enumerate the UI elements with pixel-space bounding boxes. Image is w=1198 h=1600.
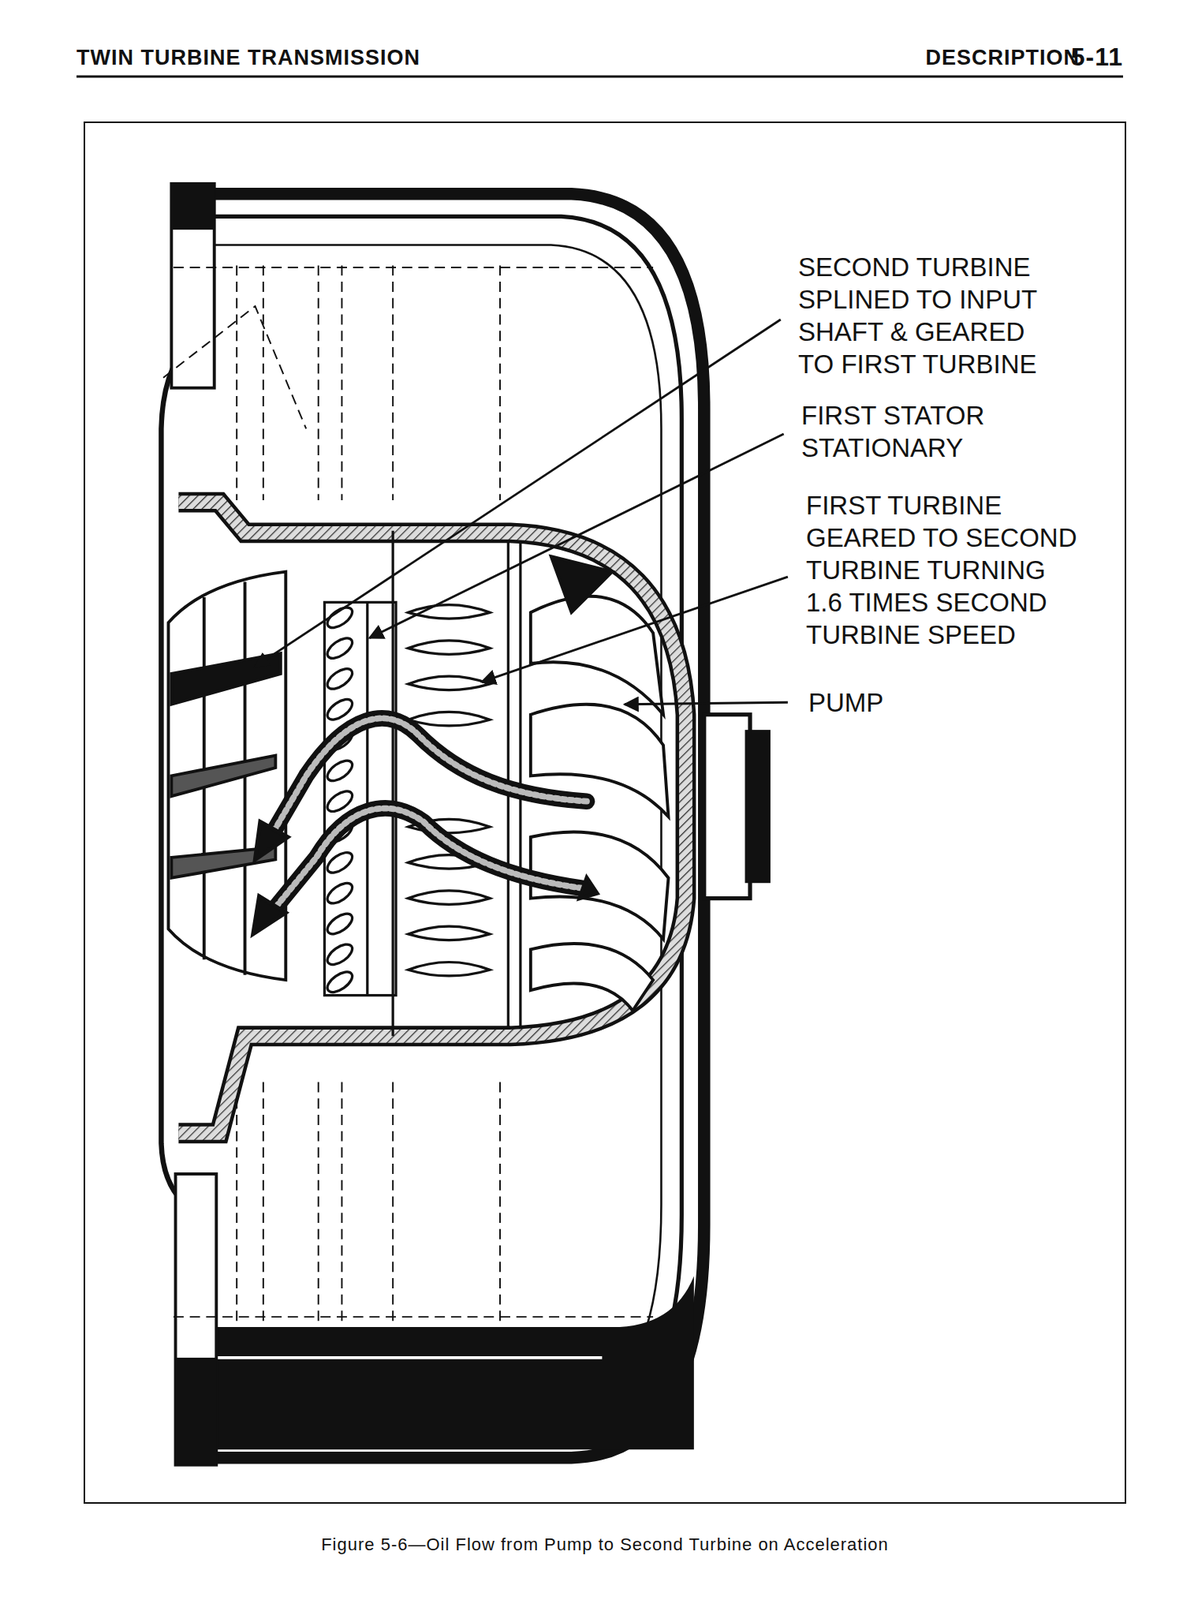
part-callout: SECOND TURBINE SPLINED TO INPUT SHAFT & … [798, 250, 1059, 381]
part-callout: PUMP [808, 686, 884, 719]
leader-lines [254, 319, 788, 705]
section-title: DESCRIPTION [925, 45, 1080, 71]
part-callout: FIRST STATOR STATIONARY [801, 399, 1062, 464]
torque-converter [160, 183, 788, 1465]
part-callout: FIRST TURBINE GEARED TO SECOND TURBINE T… [806, 488, 1083, 651]
page-number: 5-11 [1071, 42, 1124, 72]
figure-frame [84, 122, 1126, 1503]
figure-caption: Figure 5-6—Oil Flow from Pump to Second … [84, 1533, 1126, 1555]
page-header: TWIN TURBINE TRANSMISSION [76, 45, 421, 71]
header-rule [76, 75, 1124, 79]
